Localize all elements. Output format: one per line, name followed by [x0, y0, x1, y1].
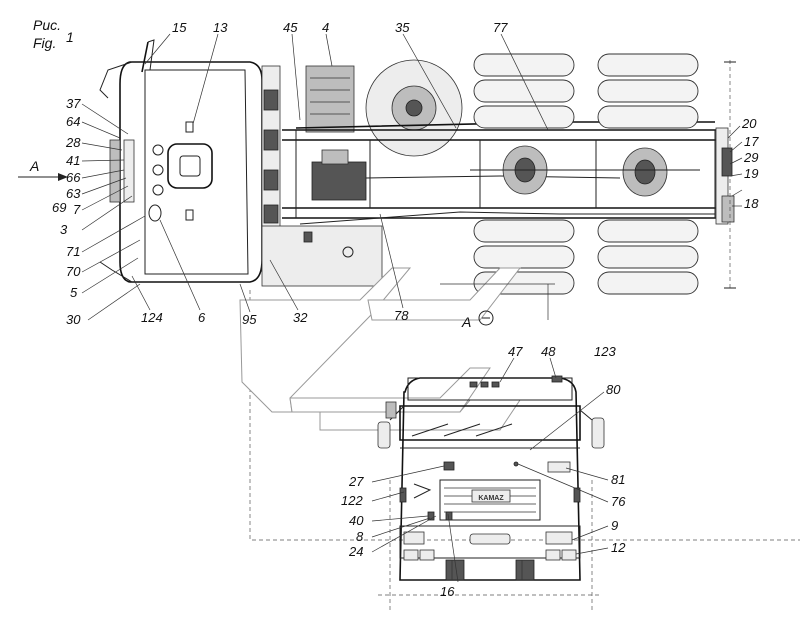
- view-arrow-label: A: [29, 158, 39, 174]
- callout-30: 30: [66, 312, 81, 327]
- harness-routing-outline: [239, 267, 555, 431]
- view-a-label: A: [461, 314, 471, 330]
- sensor-27: [443, 461, 455, 471]
- callout-63: 63: [66, 186, 81, 201]
- callout-66: 66: [66, 170, 81, 185]
- roof-hatch: [167, 143, 213, 189]
- callout-24: 24: [348, 544, 363, 559]
- fuel-tank: [261, 225, 383, 287]
- callout-77: 77: [493, 20, 508, 35]
- callout-47: 47: [508, 344, 523, 359]
- callout-80: 80: [606, 382, 621, 397]
- cab-outline: [119, 61, 263, 283]
- callout-27: 27: [348, 474, 364, 489]
- callout-12: 12: [611, 540, 626, 555]
- callout-4: 4: [322, 20, 329, 35]
- callout-7: 7: [73, 202, 81, 217]
- callout-29: 29: [743, 150, 758, 165]
- callout-18: 18: [744, 196, 759, 211]
- callout-37: 37: [66, 96, 81, 111]
- caption-en: Fig.: [33, 35, 56, 51]
- callout-78: 78: [394, 308, 409, 323]
- windshield: [399, 405, 581, 441]
- callout-35: 35: [395, 20, 410, 35]
- callout-32: 32: [293, 310, 308, 325]
- callout-20: 20: [741, 116, 757, 131]
- callout-123: 123: [594, 344, 616, 359]
- callout-6: 6: [198, 310, 206, 325]
- callout-76: 76: [611, 494, 626, 509]
- callout-69: 69: [52, 200, 66, 215]
- callout-48: 48: [541, 344, 556, 359]
- callout-70: 70: [66, 264, 81, 279]
- battery-box: [305, 65, 355, 133]
- callout-8: 8: [356, 529, 364, 544]
- leader-lines: [81, 33, 743, 583]
- view-arrow-a: A: [18, 158, 68, 181]
- callout-81: 81: [611, 472, 625, 487]
- grille-badge: KAMAZ: [478, 495, 504, 502]
- truck-plan-view: [99, 39, 800, 541]
- callout-124: 124: [141, 310, 163, 325]
- truck-front-view: KAMAZ: [377, 375, 605, 610]
- grille: [439, 479, 541, 521]
- callout-3: 3: [60, 222, 68, 237]
- gearbox: [311, 161, 367, 201]
- right-mirror: [591, 417, 605, 449]
- rear-tires-top: [473, 53, 699, 129]
- view-a-marker: A: [461, 310, 494, 330]
- callout-15: 15: [172, 20, 187, 35]
- callout-64: 64: [66, 114, 80, 129]
- callout-5: 5: [70, 285, 78, 300]
- callout-45: 45: [283, 20, 298, 35]
- callout-41: 41: [66, 153, 80, 168]
- callout-16: 16: [440, 584, 455, 599]
- callout-9: 9: [611, 518, 618, 533]
- front-bumper: [399, 525, 581, 559]
- left-mirror: [377, 421, 391, 449]
- callout-122: 122: [341, 493, 363, 508]
- callout-labels: 15 13 45 4 35 77 37 64 28 41 66 63 7 69 …: [52, 20, 759, 599]
- callout-40: 40: [349, 513, 364, 528]
- caption-ru: Рис.: [33, 17, 61, 33]
- callout-95: 95: [242, 312, 257, 327]
- callout-71: 71: [66, 244, 80, 259]
- callout-28: 28: [65, 135, 81, 150]
- figure-number: 1: [66, 29, 74, 45]
- callout-19: 19: [744, 166, 758, 181]
- callout-17: 17: [744, 134, 759, 149]
- callout-13: 13: [213, 20, 228, 35]
